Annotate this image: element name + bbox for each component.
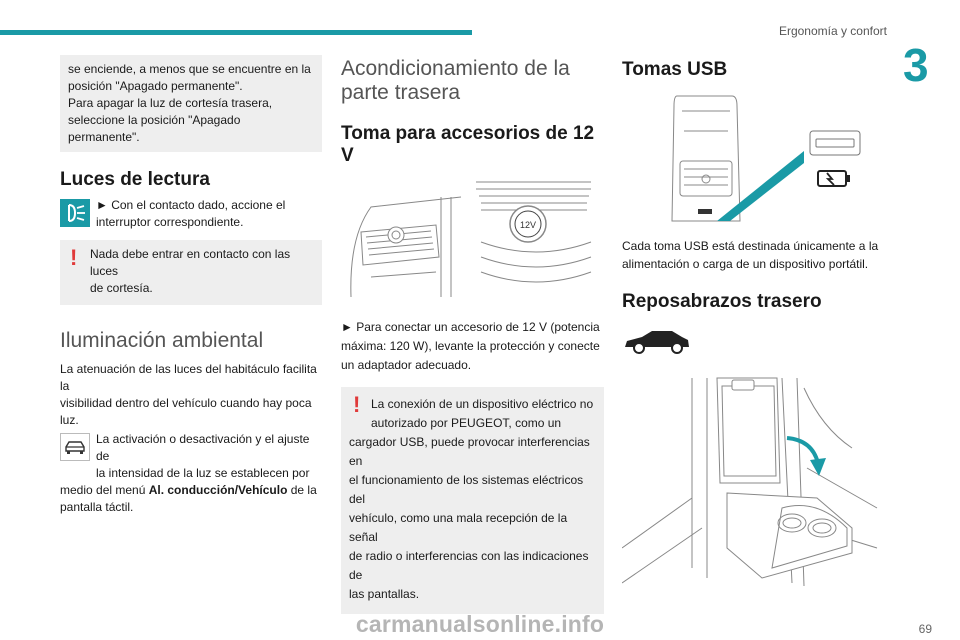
warning-line: las pantallas. xyxy=(349,587,420,601)
intro-line: posición "Apagado permanente". xyxy=(68,79,243,93)
warning-line: autorizado por PEUGEOT, como un xyxy=(371,416,562,430)
usb-illustration xyxy=(622,91,884,229)
accessory-socket-illustration: 12V xyxy=(341,177,604,302)
ambient-lighting-note-cont: medio del menú Al. conducción/Vehículo d… xyxy=(60,482,322,516)
column-2: Acondicionamiento de la parte trasera To… xyxy=(341,55,604,614)
section-title: Ergonomía y confort xyxy=(778,24,887,38)
note-line: medio del menú Al. conducción/Vehículo d… xyxy=(60,482,322,499)
car-icon xyxy=(60,433,90,461)
column-1: se enciende, a menos que se encuentre en… xyxy=(60,55,322,516)
note-line: la intensidad de la luz se establecen po… xyxy=(96,466,310,480)
title-line: parte trasera xyxy=(341,81,461,104)
ambient-lighting-note: La activación o desactivación y el ajust… xyxy=(60,431,322,482)
step-line: ► Con el contacto dado, accione el xyxy=(96,198,286,212)
rear-fittings-title: Acondicionamiento de la parte trasera xyxy=(341,57,604,105)
usb-text: Cada toma USB está destinada únicamente … xyxy=(622,237,884,273)
note-text: medio del menú xyxy=(60,483,149,497)
intro-line: seleccione la posición "Apagado permanen… xyxy=(68,113,241,144)
reading-lights-title: Luces de lectura xyxy=(60,169,210,190)
intro-note-box: se enciende, a menos que se encuentre en… xyxy=(60,55,322,152)
accessory-socket-title: Toma para accesorios de 12 V xyxy=(341,123,595,166)
note-text: de la xyxy=(287,483,317,497)
usb-title: Tomas USB xyxy=(622,59,728,80)
intro-line: Para apagar la luz de cortesía trasera, xyxy=(68,96,273,110)
warning-icon: ! xyxy=(70,245,78,270)
warning-icon: ! xyxy=(353,392,361,417)
ambient-lighting-title: Iluminación ambiental xyxy=(60,329,264,352)
warning-line: el funcionamiento de los sistemas eléctr… xyxy=(349,473,584,506)
step-line: interruptor correspondiente. xyxy=(96,215,244,229)
reading-light-icon xyxy=(60,199,90,227)
warning-line: de radio o interferencias con las indica… xyxy=(349,549,589,582)
armrest-drawing xyxy=(621,377,878,587)
usb-console-drawing xyxy=(671,95,861,222)
warning-line: Nada debe entrar en contacto con las luc… xyxy=(90,247,291,278)
text-line: visibilidad dentro del vehículo cuando h… xyxy=(60,396,312,427)
socket-label: 12V xyxy=(520,220,536,230)
warning-line: cargador USB, puede provocar interferenc… xyxy=(349,435,590,468)
text-line: La atenuación de las luces del habitácul… xyxy=(60,362,317,393)
reading-lights-warning: ! Nada debe entrar en contacto con las l… xyxy=(60,240,322,305)
warning-line: La conexión de un dispositivo eléctrico … xyxy=(371,397,594,411)
menu-name: Al. conducción/Vehículo xyxy=(148,483,288,497)
text-line: Cada toma USB está destinada únicamente … xyxy=(622,239,879,253)
console-socket-drawing: 12V xyxy=(350,179,596,299)
step-line: ► Para conectar un accesorio de 12 V (po… xyxy=(341,320,600,334)
watermark: carmanualsonline.info xyxy=(355,611,605,637)
note-line: La activación o desactivación y el ajust… xyxy=(96,432,310,463)
title-line: Acondicionamiento de la xyxy=(341,57,570,80)
armrest-title: Reposabrazos trasero xyxy=(622,291,822,312)
intro-line: se enciende, a menos que se encuentre en… xyxy=(68,62,311,76)
column-3: Tomas USB Cada toma USB está destinada ú… xyxy=(621,55,884,596)
car-silhouette-icon xyxy=(622,327,884,360)
warning-line: vehículo, como una mala recepción de la … xyxy=(349,511,568,544)
armrest-illustration xyxy=(621,368,884,596)
ambient-lighting-text: La atenuación de las luces del habitácul… xyxy=(60,361,322,429)
page-number: 69 xyxy=(918,622,932,636)
accessory-socket-step: ► Para conectar un accesorio de 12 V (po… xyxy=(341,318,604,375)
header-accent-bar xyxy=(0,30,472,35)
reading-lights-step: ► Con el contacto dado, accione el inter… xyxy=(60,197,322,231)
step-line: un adaptador adecuado. xyxy=(341,358,472,372)
text-line: alimentación o carga de un dispositivo p… xyxy=(622,257,869,271)
accessory-socket-warning: ! La conexión de un dispositivo eléctric… xyxy=(341,387,604,614)
step-line: máxima: 120 W), levante la protección y … xyxy=(341,339,600,353)
note-line: pantalla táctil. xyxy=(60,500,134,514)
warning-line: de cortesía. xyxy=(90,281,153,295)
chapter-number: 3 xyxy=(903,39,929,91)
